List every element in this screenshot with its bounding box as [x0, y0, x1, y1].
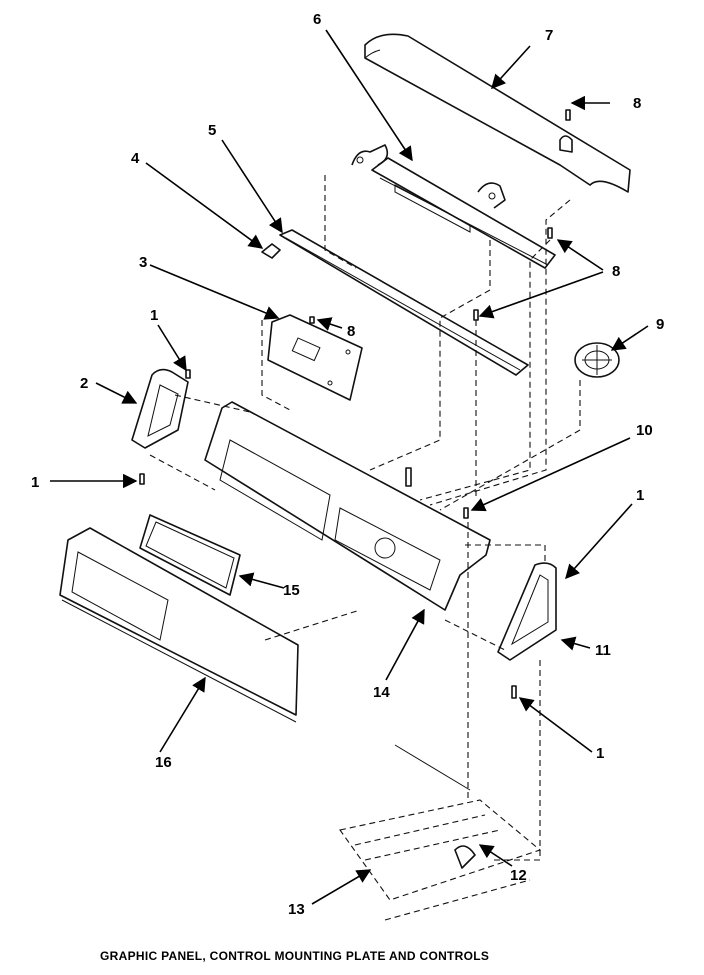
callout-1-left: 1 [31, 474, 39, 491]
callout-8-top: 8 [633, 95, 641, 112]
callout-12: 12 [510, 867, 527, 884]
callout-6: 6 [313, 11, 321, 28]
callout-7: 7 [545, 27, 553, 44]
control-module-part [267, 314, 363, 401]
callout-5: 5 [208, 122, 216, 139]
window-part [139, 514, 241, 596]
callout-labels: 7 6 8 5 4 3 8 8 9 1 2 1 10 1 15 11 14 16… [31, 11, 664, 918]
callout-2: 2 [80, 375, 88, 392]
graphic-panel-part [59, 527, 299, 723]
callout-16: 16 [155, 754, 172, 771]
base-bracket-part [339, 744, 542, 921]
callout-9: 9 [656, 316, 664, 333]
callout-1-right: 1 [636, 487, 644, 504]
clip-part [261, 243, 281, 259]
control-panel-body-part [204, 401, 491, 611]
callout-15: 15 [283, 582, 300, 599]
callout-8-module: 8 [347, 323, 355, 340]
callout-13: 13 [288, 901, 305, 918]
callout-11: 11 [595, 642, 611, 659]
assembly-lines [149, 175, 581, 861]
mounting-strip-part [279, 229, 529, 376]
callout-1-bottom: 1 [596, 745, 604, 762]
right-end-cap-part [497, 562, 557, 661]
callout-14: 14 [373, 684, 390, 701]
leader-lines [50, 29, 649, 905]
top-cover-part [364, 33, 631, 193]
callout-1-top-left: 1 [150, 307, 158, 324]
left-end-cap-part [131, 368, 189, 449]
diagram-caption: GRAPHIC PANEL, CONTROL MOUNTING PLATE AN… [100, 949, 489, 963]
control-bracket-part [351, 144, 556, 269]
callout-8-right: 8 [612, 263, 620, 280]
callout-3: 3 [139, 254, 147, 271]
callout-4: 4 [131, 150, 140, 167]
callout-10: 10 [636, 422, 653, 439]
control-knob-part [574, 342, 620, 378]
